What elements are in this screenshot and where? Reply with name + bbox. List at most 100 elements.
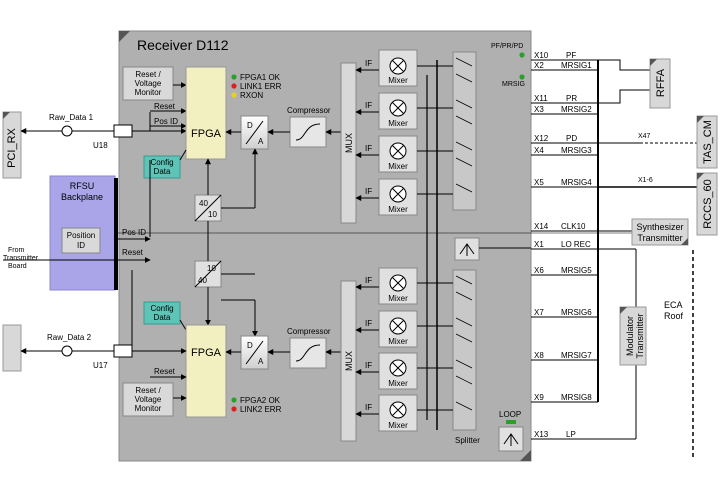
svg-text:IF: IF: [365, 319, 372, 328]
svg-text:IF: IF: [365, 144, 372, 153]
svg-text:Mixer: Mixer: [388, 337, 408, 346]
pf-pr-pd-led: [519, 52, 525, 58]
svg-text:40: 40: [199, 199, 208, 208]
center-reset: Reset: [122, 248, 144, 257]
bottom-reset-voltage-monitor: Reset / Voltage Monitor: [122, 382, 174, 417]
svg-text:D: D: [247, 121, 253, 130]
top-led-indicators: FPGA1 OK LINK1 ERR RXON: [231, 73, 282, 100]
svg-text:IF: IF: [365, 187, 372, 196]
from-transmitter-line1: From: [8, 247, 25, 254]
tas-cm-box: TAS_CM: [696, 115, 718, 169]
raw-data-1-label: Raw_Data 1: [49, 113, 94, 122]
pci-rx-box: PCI_RX: [2, 111, 22, 179]
mixer-1: Mixer IF: [355, 49, 418, 87]
svg-text:X14: X14: [534, 222, 549, 231]
svg-text:CLK10: CLK10: [561, 222, 586, 231]
top-pos-id-label: Pos ID: [154, 117, 178, 126]
divider-bottom: 10 40: [194, 260, 222, 288]
svg-text:X7: X7: [534, 308, 544, 317]
x1-6-label: X1-6: [638, 177, 653, 184]
tas-cm-label: TAS_CM: [702, 120, 714, 164]
svg-text:10: 10: [208, 210, 217, 219]
svg-text:X8: X8: [534, 351, 544, 360]
bottom-fpga: FPGA: [185, 324, 227, 418]
svg-text:Synthesizer: Synthesizer: [636, 222, 683, 232]
eca-line1: ECA: [664, 300, 683, 310]
svg-text:Transmitter: Transmitter: [635, 313, 645, 358]
svg-text:MRSIG3: MRSIG3: [561, 146, 592, 155]
svg-text:Reset /: Reset /: [135, 386, 161, 395]
svg-text:MUX: MUX: [344, 133, 354, 153]
svg-text:Compressor: Compressor: [287, 106, 331, 115]
svg-text:MRSIG1: MRSIG1: [561, 61, 592, 70]
svg-text:RXON: RXON: [240, 91, 263, 100]
svg-text:FPGA: FPGA: [191, 128, 222, 140]
svg-text:X11: X11: [534, 94, 548, 103]
svg-text:A: A: [258, 357, 264, 366]
svg-text:X4: X4: [534, 146, 544, 155]
svg-text:Config: Config: [150, 158, 173, 167]
svg-text:X1: X1: [534, 240, 544, 249]
svg-text:MRSIG2: MRSIG2: [561, 105, 592, 114]
svg-text:PF: PF: [566, 51, 576, 60]
u17-connector: [113, 344, 133, 358]
svg-text:MRSIG8: MRSIG8: [561, 393, 592, 402]
top-mixers: Mixer IF Mixer IF Mixer IF Mixer IF: [355, 49, 418, 216]
svg-text:Voltage: Voltage: [135, 395, 162, 404]
svg-text:MUX: MUX: [344, 351, 354, 371]
synthesizer-transmitter: Synthesizer Transmitter: [631, 218, 689, 246]
svg-text:Transmitter: Transmitter: [637, 233, 682, 243]
top-config-data: Config Data: [143, 155, 181, 179]
link1-err-led: [231, 83, 237, 89]
svg-text:IF: IF: [365, 403, 372, 412]
svg-text:FPGA2 OK: FPGA2 OK: [240, 396, 281, 405]
eca-line2: Roof: [664, 311, 684, 321]
bottom-reset-label: Reset: [154, 367, 176, 376]
mixer-6: Mixer IF: [355, 310, 418, 348]
svg-text:Config: Config: [150, 304, 173, 313]
svg-text:IF: IF: [365, 59, 372, 68]
top-da-converter: D A: [240, 115, 269, 150]
backplane-bus-bar: [114, 178, 118, 290]
rfsu-line2: Backplane: [61, 192, 103, 202]
svg-text:Monitor: Monitor: [135, 88, 162, 97]
mixer-4: Mixer IF: [355, 178, 418, 216]
bottom-mux: MUX: [340, 280, 357, 442]
loop-block: LOOP: [498, 410, 524, 452]
pf-pr-pd-label: PF/PR/PD: [491, 43, 523, 50]
rccs-60-box: RCCS_60: [696, 172, 718, 236]
rffa-label: RFFA: [655, 68, 667, 97]
position-id-line1: Position: [67, 231, 95, 240]
bottom-da-converter: D A: [240, 335, 269, 370]
svg-text:Mixer: Mixer: [388, 76, 408, 85]
svg-text:X2: X2: [534, 61, 544, 70]
fpga2-ok-led: [231, 397, 237, 403]
svg-text:10: 10: [207, 264, 216, 273]
svg-text:D: D: [247, 341, 253, 350]
rccs-60-label: RCCS_60: [702, 179, 714, 229]
top-mux: MUX: [340, 62, 357, 224]
bottom-led-indicators: FPGA2 OK LINK2 ERR: [231, 396, 282, 414]
svg-text:LINK1 ERR: LINK1 ERR: [240, 82, 282, 91]
svg-text:IF: IF: [365, 276, 372, 285]
pci-rx-box-2: [2, 324, 22, 372]
svg-text:A: A: [258, 137, 264, 146]
svg-text:Voltage: Voltage: [135, 79, 162, 88]
svg-text:Mixer: Mixer: [388, 162, 408, 171]
divider-top: 40 10: [194, 194, 222, 222]
u18-label: U18: [93, 141, 108, 150]
svg-text:MRSIG4: MRSIG4: [561, 178, 592, 187]
svg-text:LO REC: LO REC: [561, 240, 591, 249]
svg-text:Mixer: Mixer: [388, 379, 408, 388]
rffa-box: RFFA: [649, 58, 671, 109]
rfsu-backplane: RFSU Backplane Position ID: [49, 175, 116, 291]
svg-text:X12: X12: [534, 134, 549, 143]
from-transmitter-line3: Board: [8, 263, 27, 270]
svg-text:X9: X9: [534, 393, 544, 402]
svg-text:40: 40: [198, 276, 207, 285]
connector-labels: X10 PF X2 MRSIG1 X11 PR X3 MRSIG2 X12 PD…: [534, 51, 592, 439]
bottom-mixers: Mixer IF Mixer IF Mixer IF Mixer IF: [355, 267, 418, 432]
svg-text:FPGA1 OK: FPGA1 OK: [240, 73, 281, 82]
